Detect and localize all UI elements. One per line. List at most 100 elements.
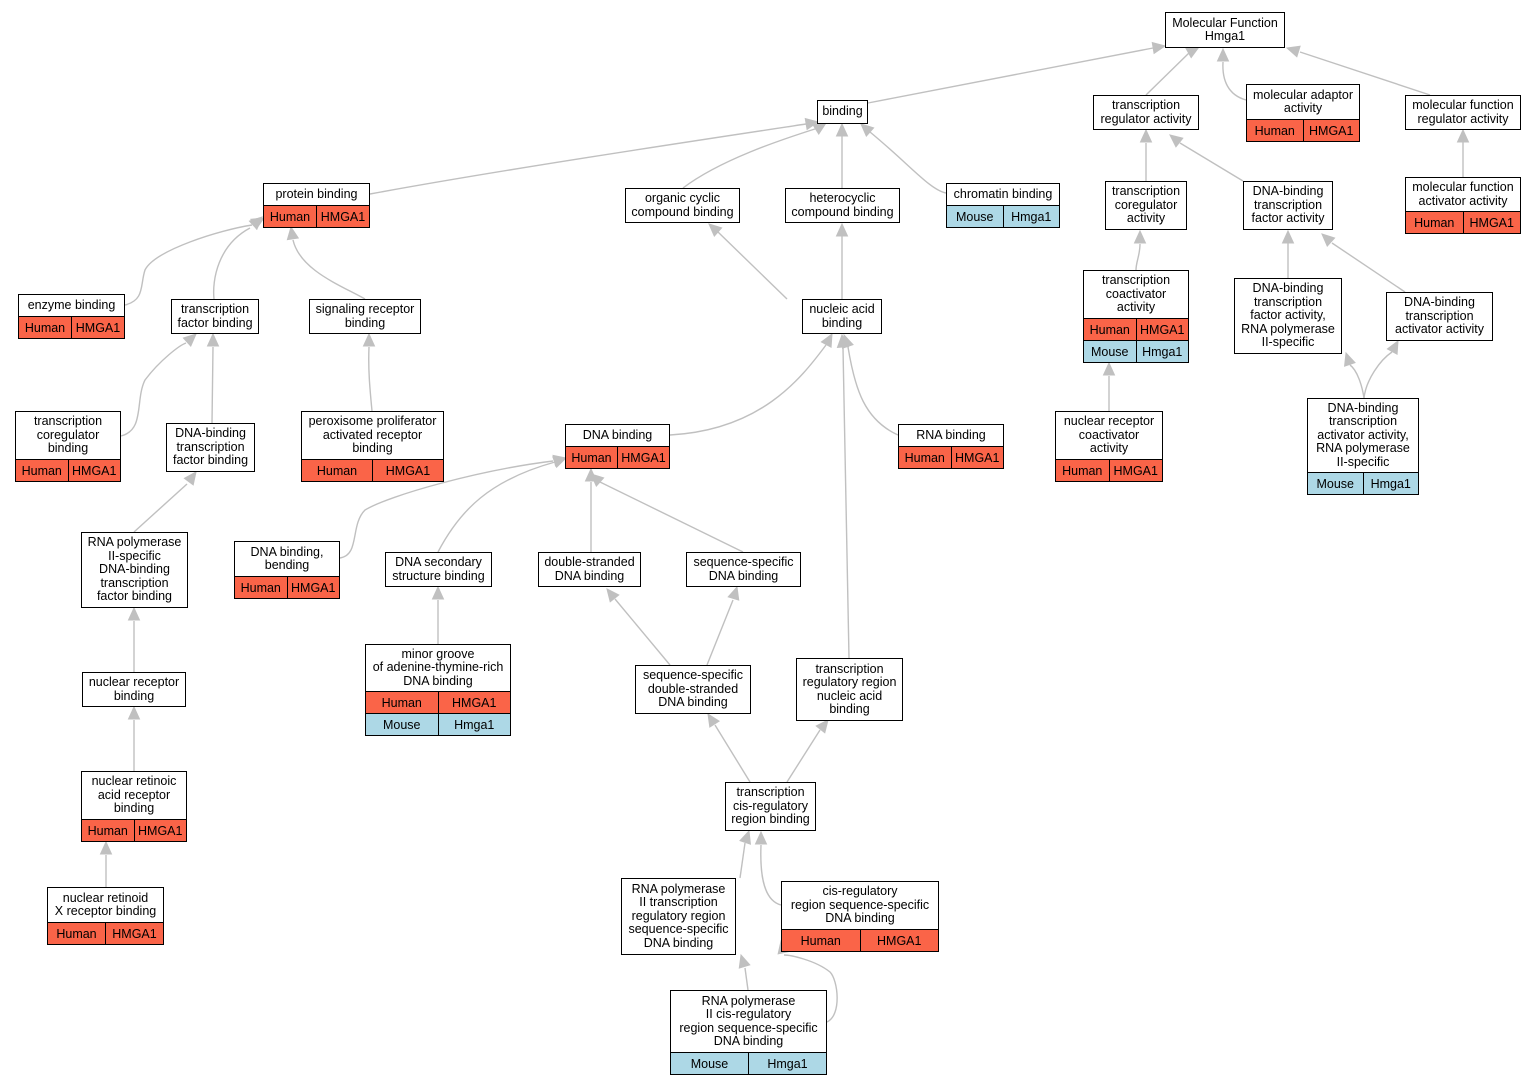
node-dna-binding-tf-activity-rnap2[interactable]: DNA-binding transcription factor activit…: [1234, 278, 1342, 354]
gene-cell: Hmga1: [1135, 341, 1189, 362]
gene-cell: HMGA1: [1462, 212, 1521, 233]
node-rnap2-transcription-regulatory-region-binding[interactable]: RNA polymerase II transcription regulato…: [621, 878, 736, 955]
edge-arrowhead: [99, 840, 113, 855]
edge-from-dbtaa: [1331, 242, 1406, 293]
species-cell: Mouse: [690, 1056, 729, 1071]
species-cell: Human: [381, 695, 422, 710]
node-label: molecular adaptor activity: [1252, 87, 1354, 115]
node-label: cis-regulatory region sequence-specific …: [790, 884, 930, 926]
species-cell: Mouse: [1090, 344, 1129, 359]
node-rnap2-dna-binding-tf-binding[interactable]: RNA polymerase II-specific DNA-binding t…: [81, 532, 188, 608]
species-cell: Human: [904, 450, 945, 465]
node-transcription-regulatory-region-nucleic-acid-binding[interactable]: transcription regulatory region nucleic …: [796, 658, 903, 721]
node-transcription-coregulator-activity[interactable]: transcription coregulator activity: [1105, 181, 1187, 230]
node-label: molecular function activator activity: [1412, 180, 1514, 208]
node-minor-groove-at-rich-dna-binding[interactable]: minor groove of adenine-thymine-rich DNA…: [365, 644, 511, 736]
gene-cell: HMGA1: [372, 460, 443, 481]
node-label: binding: [822, 104, 863, 119]
node-label: sequence-specific double-stranded DNA bi…: [642, 668, 744, 710]
node-heterocyclic-compound-binding[interactable]: heterocyclic compound binding: [785, 188, 900, 223]
edge-arrowhead: [815, 719, 829, 734]
node-nuclear-receptor-binding[interactable]: nuclear receptor binding: [82, 672, 186, 707]
node-transcription-cis-regulatory-region-binding[interactable]: transcription cis-regulatory region bind…: [725, 782, 816, 831]
species-cell: Human: [24, 320, 66, 335]
edge-arrowhead: [127, 705, 141, 720]
gene-cell: HMGA1: [617, 447, 669, 468]
node-dna-binding-transcription-activator-activity[interactable]: DNA-binding transcription activator acti…: [1386, 292, 1493, 341]
gene-cell: Hmga1: [748, 1053, 826, 1074]
edge-arrowhead: [1169, 134, 1184, 148]
node-dna-binding-activator-activity-rnap2[interactable]: DNA-binding transcription activator acti…: [1307, 398, 1419, 495]
edge-arrowhead: [1139, 128, 1153, 143]
node-dna-binding-transcription-factor-binding[interactable]: DNA-binding transcription factor binding: [166, 423, 255, 472]
node-label: sequence-specific DNA binding: [693, 555, 794, 583]
edge-from-tcoact: [1135, 243, 1141, 271]
node-rnap2-cis-regulatory-region-sequence-specific-dna-binding[interactable]: RNA polymerase II cis-regulatory region …: [670, 990, 827, 1075]
node-double-stranded-dna-binding[interactable]: double-stranded DNA binding: [538, 552, 641, 587]
edge-from-ssdsdb: [706, 599, 734, 666]
edge-arrowhead: [708, 223, 723, 237]
edge-from-binding: [867, 47, 1154, 104]
edge-arrowhead: [860, 123, 875, 137]
edge-from-tra: [1145, 51, 1191, 96]
edge-arrowhead: [182, 333, 197, 348]
edge-arrowhead: [812, 122, 828, 135]
node-sequence-specific-dna-binding[interactable]: sequence-specific DNA binding: [686, 552, 801, 587]
edge-arrowhead: [1321, 233, 1336, 248]
annotation-row: Mouse Hmga1: [1084, 340, 1188, 362]
edge-arrowhead: [431, 585, 445, 600]
gene-cell: HMGA1: [133, 820, 187, 841]
node-label: molecular function regulator activity: [1412, 98, 1514, 126]
edge-from-tcob: [120, 342, 187, 437]
node-dna-secondary-structure-binding[interactable]: DNA secondary structure binding: [385, 552, 492, 587]
edge-from-dssb: [437, 461, 556, 553]
edge-arrowhead: [727, 585, 740, 601]
edge-arrowhead: [836, 333, 850, 348]
annotation-row: Mouse Hmga1: [671, 1052, 826, 1074]
edge-arrowhead: [1151, 41, 1167, 55]
edge-from-dnab: [669, 344, 827, 436]
node-signaling-receptor-binding[interactable]: signaling receptor binding: [309, 299, 421, 334]
node-nucleic-acid-binding[interactable]: nucleic acid binding: [802, 299, 882, 334]
species-cell: Human: [56, 926, 97, 941]
edge-arrowhead: [835, 122, 849, 137]
edge-arrowhead: [707, 712, 721, 728]
node-transcription-factor-binding[interactable]: transcription factor binding: [171, 299, 259, 334]
node-sequence-specific-double-stranded-dna-binding[interactable]: sequence-specific double-stranded DNA bi…: [635, 665, 751, 714]
node-transcription-regulator-activity[interactable]: transcription regulator activity: [1093, 95, 1199, 130]
species-cell: Human: [21, 463, 62, 478]
species-cell: Human: [1254, 123, 1295, 138]
node-dna-binding-transcription-factor-activity[interactable]: DNA-binding transcription factor activit…: [1243, 181, 1333, 230]
node-ppar-binding[interactable]: peroxisome proliferator activated recept…: [301, 411, 444, 482]
node-label: nucleic acid binding: [809, 302, 875, 330]
edge-from-dbtfb: [211, 346, 214, 424]
edge-from-ssdsdb: [614, 598, 671, 666]
node-cis-regulatory-region-sequence-specific-dna-binding[interactable]: cis-regulatory region sequence-specific …: [781, 881, 939, 952]
node-molecular-function-regulator-activity[interactable]: molecular function regulator activity: [1405, 95, 1521, 130]
node-molecular-function[interactable]: Molecular Function Hmga1: [1165, 12, 1285, 48]
node-label: heterocyclic compound binding: [791, 191, 894, 219]
node-organic-cyclic-compound-binding[interactable]: organic cyclic compound binding: [625, 188, 740, 223]
node-binding[interactable]: binding: [817, 100, 868, 124]
gene-cell: HMGA1: [105, 923, 163, 944]
